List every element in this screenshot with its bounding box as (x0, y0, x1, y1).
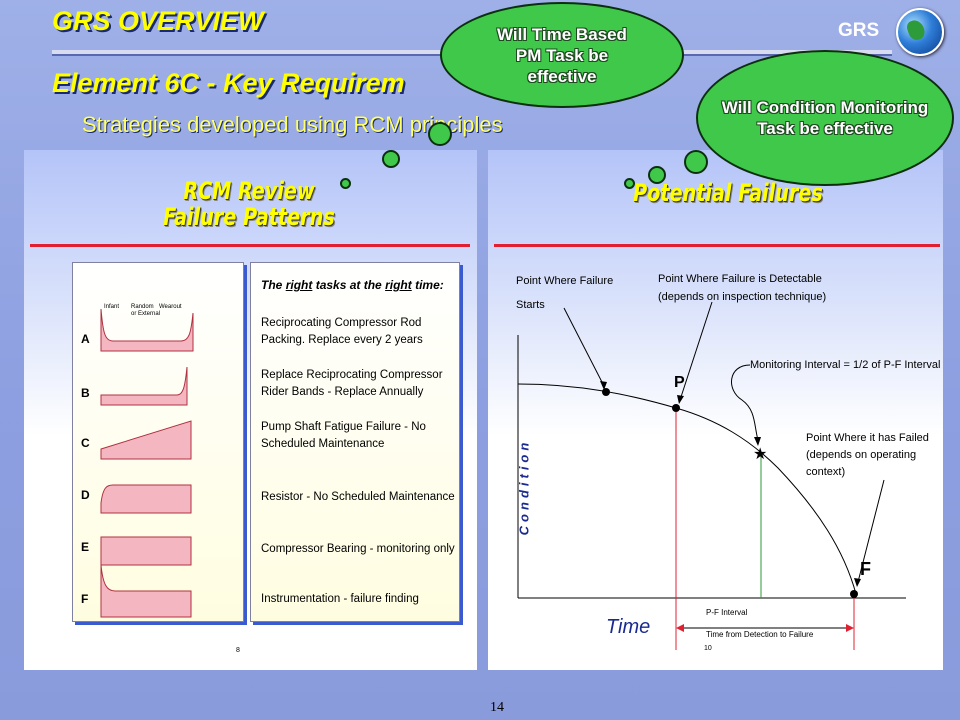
thought-bubble-dot (382, 150, 400, 168)
task-item: Replace Reciprocating Compressor Rider B… (261, 369, 443, 398)
thought-bubble-dot (648, 166, 666, 184)
pattern-d-curve (100, 484, 192, 514)
left-footnote: 8 (236, 647, 240, 654)
detection-to-failure-label: Time from Detection to Failure (706, 630, 814, 639)
tasks-header-mid: tasks at the (315, 278, 382, 292)
pattern-f-curve (100, 564, 192, 618)
arrowhead (676, 624, 684, 632)
failed-line1: Point Where it has Failed (806, 432, 929, 444)
cloud-condition-text: Will Condition Monitoring Task be effect… (721, 98, 929, 138)
task-item: Compressor Bearing - monitoring only (261, 543, 455, 555)
failed-line2: (depends on operating (806, 449, 917, 461)
pattern-label: B (81, 386, 90, 400)
slide-subtitle: Element 6C - Key Requirem (52, 68, 405, 98)
right-tasks-card: The right tasks at the right time: Recip… (250, 262, 460, 622)
thought-bubble-dot (684, 150, 708, 174)
tasks-header: The right tasks at the right time: (261, 277, 444, 294)
arrowhead (600, 381, 607, 390)
detectable-line1: Point Where Failure is Detectable (658, 273, 822, 285)
pattern-b-curve (100, 366, 188, 406)
f-label: F (860, 559, 871, 579)
detectable-label: Point Where Failure is Detectable (depen… (658, 272, 826, 304)
right-footnote: 10 (704, 645, 712, 652)
tasks-header-time: time: (415, 278, 444, 292)
arrow-failed (857, 479, 885, 583)
page-number: 14 (490, 700, 504, 715)
thought-bubble-dot (624, 178, 635, 189)
pattern-label: F (81, 592, 89, 606)
p-label: P (674, 374, 685, 391)
cloud-time-based: Will Time Based PM Task be effective (440, 2, 684, 108)
arrowhead (846, 624, 854, 632)
pattern-c-curve (100, 420, 192, 460)
monitoring-interval-label: Monitoring Interval = 1/2 of P-F Interva… (750, 359, 941, 371)
failure-patterns-card: Infant Random Wearout or External A B C … (72, 262, 244, 622)
star-icon: ★ (753, 444, 767, 463)
left-red-rule (30, 244, 470, 247)
thought-bubble-dot (340, 178, 351, 189)
arrowhead (677, 395, 684, 404)
task-item: Resistor - No Scheduled Maintenance (261, 491, 455, 503)
logo-text: GRS (838, 20, 880, 41)
pattern-label: D (81, 488, 90, 502)
pattern-e-curve (100, 536, 192, 566)
failure-starts-line1: Point Where Failure (516, 275, 614, 287)
pattern-header-random: Random (131, 304, 154, 310)
globe-icon (896, 8, 944, 56)
failed-label: Point Where it has Failed (depends on op… (806, 430, 929, 481)
pattern-label: E (81, 540, 90, 554)
left-panel-title: RCM Review Failure Patterns (141, 178, 357, 230)
tasks-header-right: right (285, 278, 313, 292)
task-item: Instrumentation - failure finding (261, 593, 419, 605)
task-item: Pump Shaft Fatigue Failure - No Schedule… (261, 421, 426, 450)
task-item: Reciprocating Compressor Rod Packing. Re… (261, 317, 423, 346)
failure-starts-line2: Starts (516, 299, 545, 311)
cloud-condition-monitoring: Will Condition Monitoring Task be effect… (696, 50, 954, 186)
arrow-monitoring (731, 364, 759, 441)
pattern-a-curve (100, 308, 194, 352)
right-red-rule (494, 244, 940, 247)
left-title-line1: RCM Review (183, 177, 315, 205)
failure-starts-label: Point Where Failure Starts (516, 274, 613, 312)
pattern-header-external: or External (131, 311, 161, 317)
left-panel: RCM Review Failure Patterns Infant Rando… (24, 150, 477, 670)
tasks-header-right-2: right (385, 278, 412, 292)
arrowhead (854, 578, 861, 587)
failure-pattern-curves (100, 308, 194, 618)
failed-line3: context) (806, 466, 846, 478)
p-point (672, 404, 680, 412)
pattern-label: A (81, 332, 90, 346)
pattern-header-wearout: Wearout (159, 304, 182, 310)
x-axis-label: Time (606, 616, 651, 638)
y-axis-label: Condition (516, 438, 532, 536)
thought-bubble-dot (428, 122, 452, 146)
pattern-label: C (81, 436, 90, 450)
slide-title: GRS OVERVIEW (52, 6, 264, 36)
right-panel-title: Potential Failures (633, 179, 823, 207)
tasks-header-the: The (261, 278, 283, 292)
arrowhead (754, 437, 761, 446)
cloud-time-based-text: Will Time Based PM Task be effective (497, 24, 627, 86)
failure-start-point (602, 388, 610, 396)
right-panel: Potential Failures ★ (488, 150, 943, 670)
arrow-failure-starts (563, 307, 605, 387)
f-point (850, 590, 858, 598)
arrow-detectable (679, 301, 713, 401)
detectable-line2: (depends on inspection technique) (658, 291, 827, 303)
pf-interval-label: P-F Interval (706, 608, 748, 617)
condition-curve (517, 383, 857, 595)
pf-curve-diagram: ★ (517, 301, 906, 650)
left-title-line2: Failure Patterns (163, 203, 335, 231)
pattern-header-infant: Infant (104, 304, 120, 310)
